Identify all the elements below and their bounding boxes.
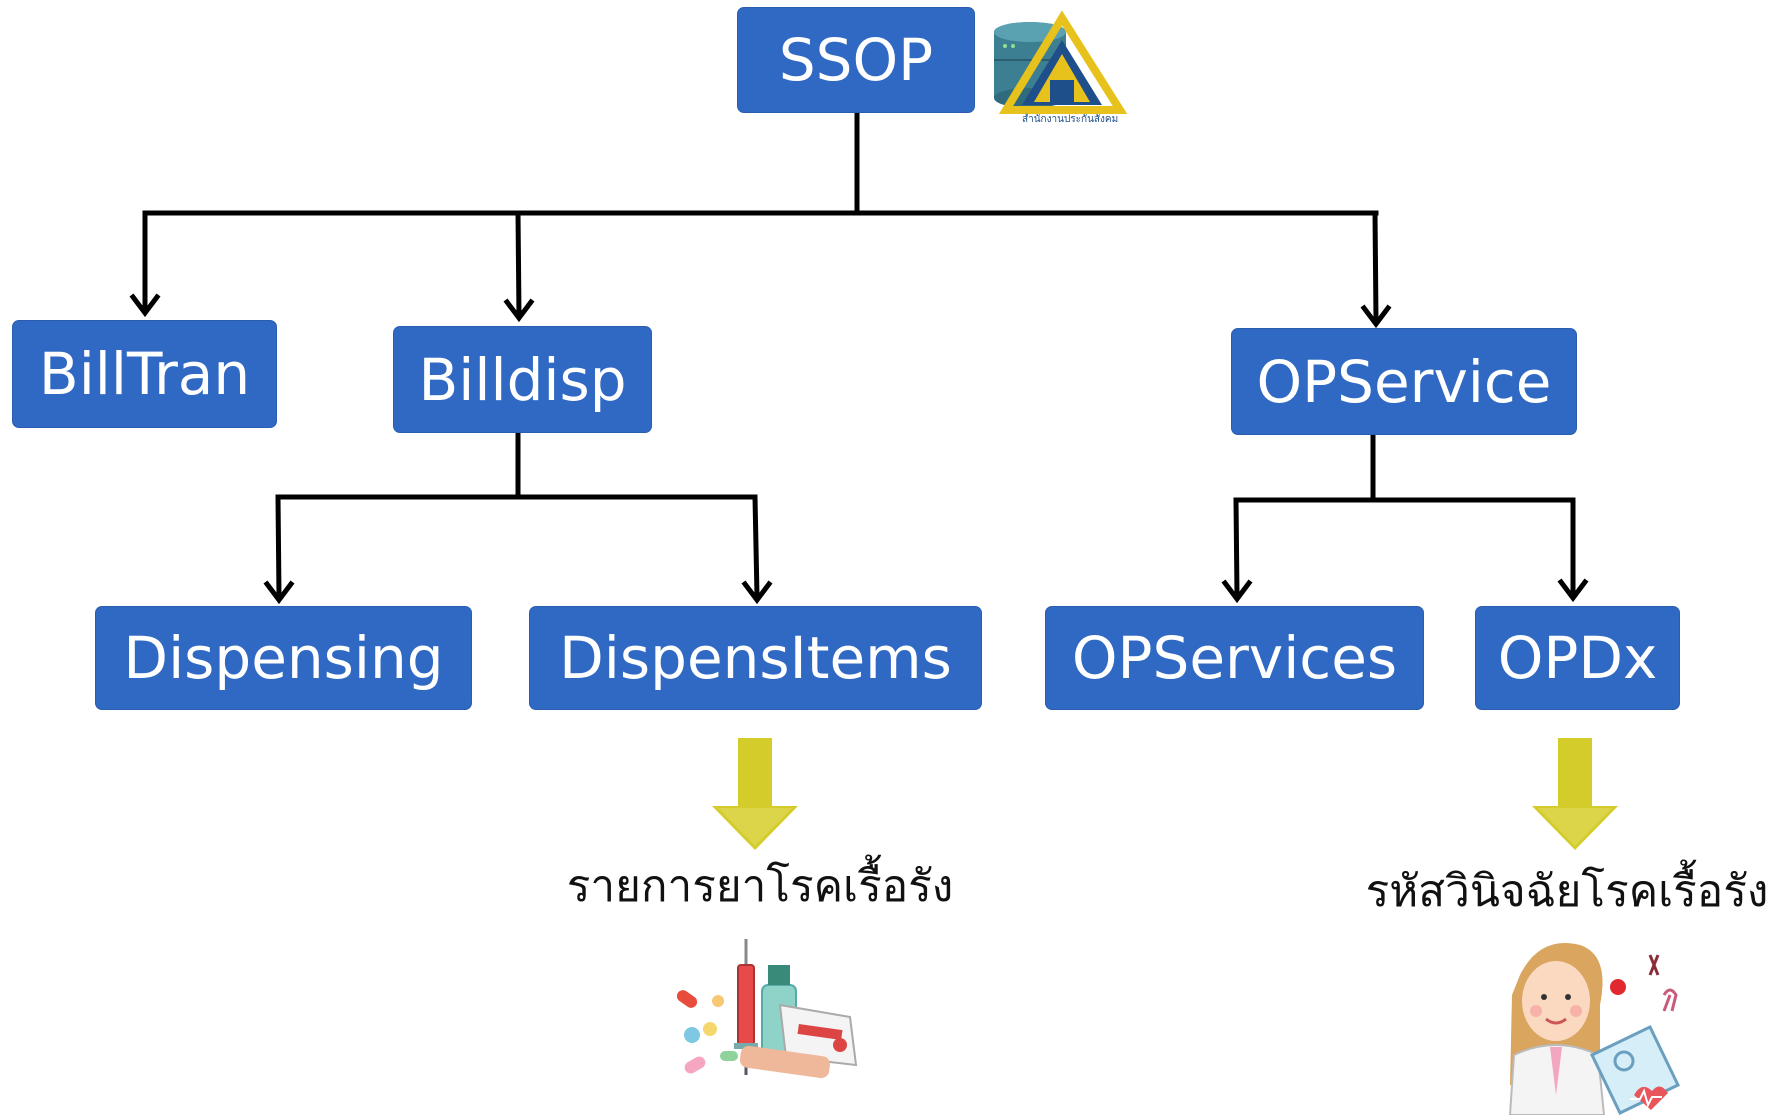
- node-dispensing-label: Dispensing: [123, 624, 444, 692]
- arrowhead-dispensing: [263, 580, 295, 605]
- arrowhead-opservices: [1221, 579, 1253, 604]
- arrowhead-dispensitems: [741, 580, 773, 605]
- node-billdisp: Billdisp: [393, 326, 652, 433]
- node-dispensitems-label: DispensItems: [559, 624, 952, 692]
- node-ssop-label: SSOP: [778, 26, 934, 94]
- node-opservices: OPServices: [1045, 606, 1424, 710]
- connector-opservices: [1233, 497, 1240, 598]
- node-billtran: BillTran: [12, 320, 277, 428]
- arrowhead-billdisp: [503, 298, 535, 323]
- node-billdisp-label: Billdisp: [418, 345, 627, 414]
- highlight-arrow-diagnosis: [1532, 738, 1618, 850]
- node-opservice-label: OPService: [1256, 347, 1552, 416]
- doctor-illustration: [1508, 943, 1681, 1115]
- node-ssop: SSOP: [737, 7, 975, 113]
- node-opdx-label: OPDx: [1497, 624, 1658, 692]
- node-billtran-label: BillTran: [38, 340, 251, 408]
- arrowhead-opservice: [1360, 304, 1392, 329]
- node-opservices-label: OPServices: [1071, 624, 1398, 692]
- highlight-arrow-drugs: [712, 738, 798, 850]
- node-dispensing: Dispensing: [95, 606, 472, 710]
- sso-logo-graphic: [994, 10, 1128, 114]
- sso-logo: สำนักงานประกันสังคม: [990, 10, 1130, 128]
- node-opdx: OPDx: [1475, 606, 1680, 710]
- arrowhead-opdx: [1557, 578, 1589, 603]
- caption-diagnosis-codes: รหัสวินิจฉัยโรคเรื้อรัง: [1365, 866, 1769, 917]
- node-opservice: OPService: [1231, 328, 1577, 435]
- connector-dispensing: [275, 494, 282, 599]
- sso-logo-caption: สำนักงานประกันสังคม: [1022, 114, 1119, 125]
- connector-opservice: [1372, 210, 1379, 323]
- node-dispensitems: DispensItems: [529, 606, 982, 710]
- medicine-illustration: [676, 939, 858, 1079]
- arrowhead-billtran: [129, 293, 161, 318]
- connector-dispensitems: [752, 494, 760, 599]
- connector-billdisp: [515, 210, 522, 318]
- caption-drug-list: รายการยาโรคเรื้อรัง: [566, 861, 954, 912]
